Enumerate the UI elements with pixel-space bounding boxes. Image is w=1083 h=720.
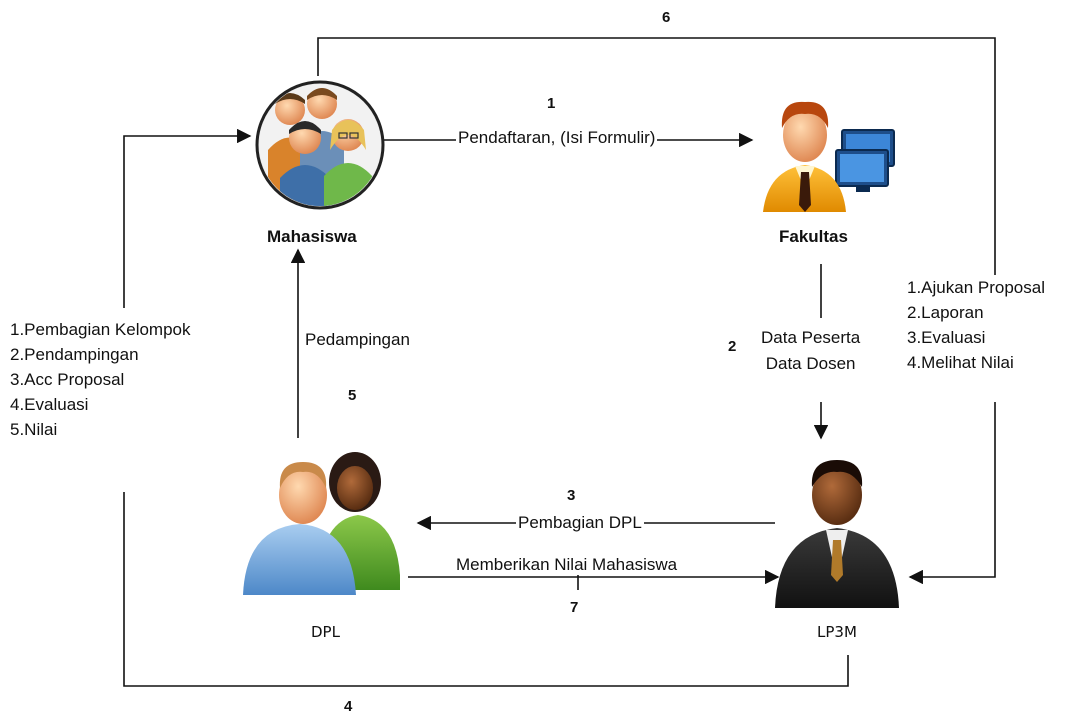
list-item: 1.Pembagian Kelompok [10,320,191,339]
node-label-fakultas: Fakultas [779,227,848,246]
flow-label-3: Pembagian DPL [516,513,644,533]
lp3m-person-icon [775,460,899,608]
dpl-people-icon [243,452,400,595]
flow-list-6: 1.Ajukan Proposal 2.Laporan 3.Evaluasi 4… [907,275,1045,375]
node-label-mahasiswa: Mahasiswa [267,227,357,246]
node-label-lp3m: LP3M [817,623,857,641]
flow-number-3: 3 [567,487,576,504]
list-item: 1.Ajukan Proposal [907,278,1045,297]
flow-label-7: Memberikan Nilai Mahasiswa [454,555,680,575]
list-item: 2.Laporan [907,303,984,322]
flow-label-1: Pendaftaran, (Isi Formulir) [456,128,658,148]
list-item: 3.Evaluasi [907,328,986,347]
flow-list-4: 1.Pembagian Kelompok 2.Pendampingan 3.Ac… [10,317,191,442]
arrow-6-upper [317,37,996,275]
list-item: 2.Pendampingan [10,345,139,364]
flow-number-5: 5 [348,387,357,404]
connectors [123,37,996,687]
arrow-4-upper [123,128,252,308]
mahasiswa-group-icon [255,80,385,210]
flow-number-1: 1 [547,95,556,112]
flow-number-4: 4 [344,698,353,715]
flow-label-2: Data Peserta Data Dosen [761,328,861,373]
list-item: 3.Acc Proposal [10,370,125,389]
flow-number-7: 7 [570,599,579,616]
fakultas-person-icon [763,101,895,212]
flow-number-6: 6 [662,9,671,26]
node-label-dpl: DPL [311,623,340,641]
arrow-6-lower [908,402,996,585]
list-item: 5.Nilai [10,420,58,439]
list-item: 4.Evaluasi [10,395,89,414]
list-item: 4.Melihat Nilai [907,353,1014,372]
flow-label-5: Pedampingan [305,330,410,349]
flow-number-2: 2 [728,338,737,355]
arrow-4-lower [123,492,849,687]
